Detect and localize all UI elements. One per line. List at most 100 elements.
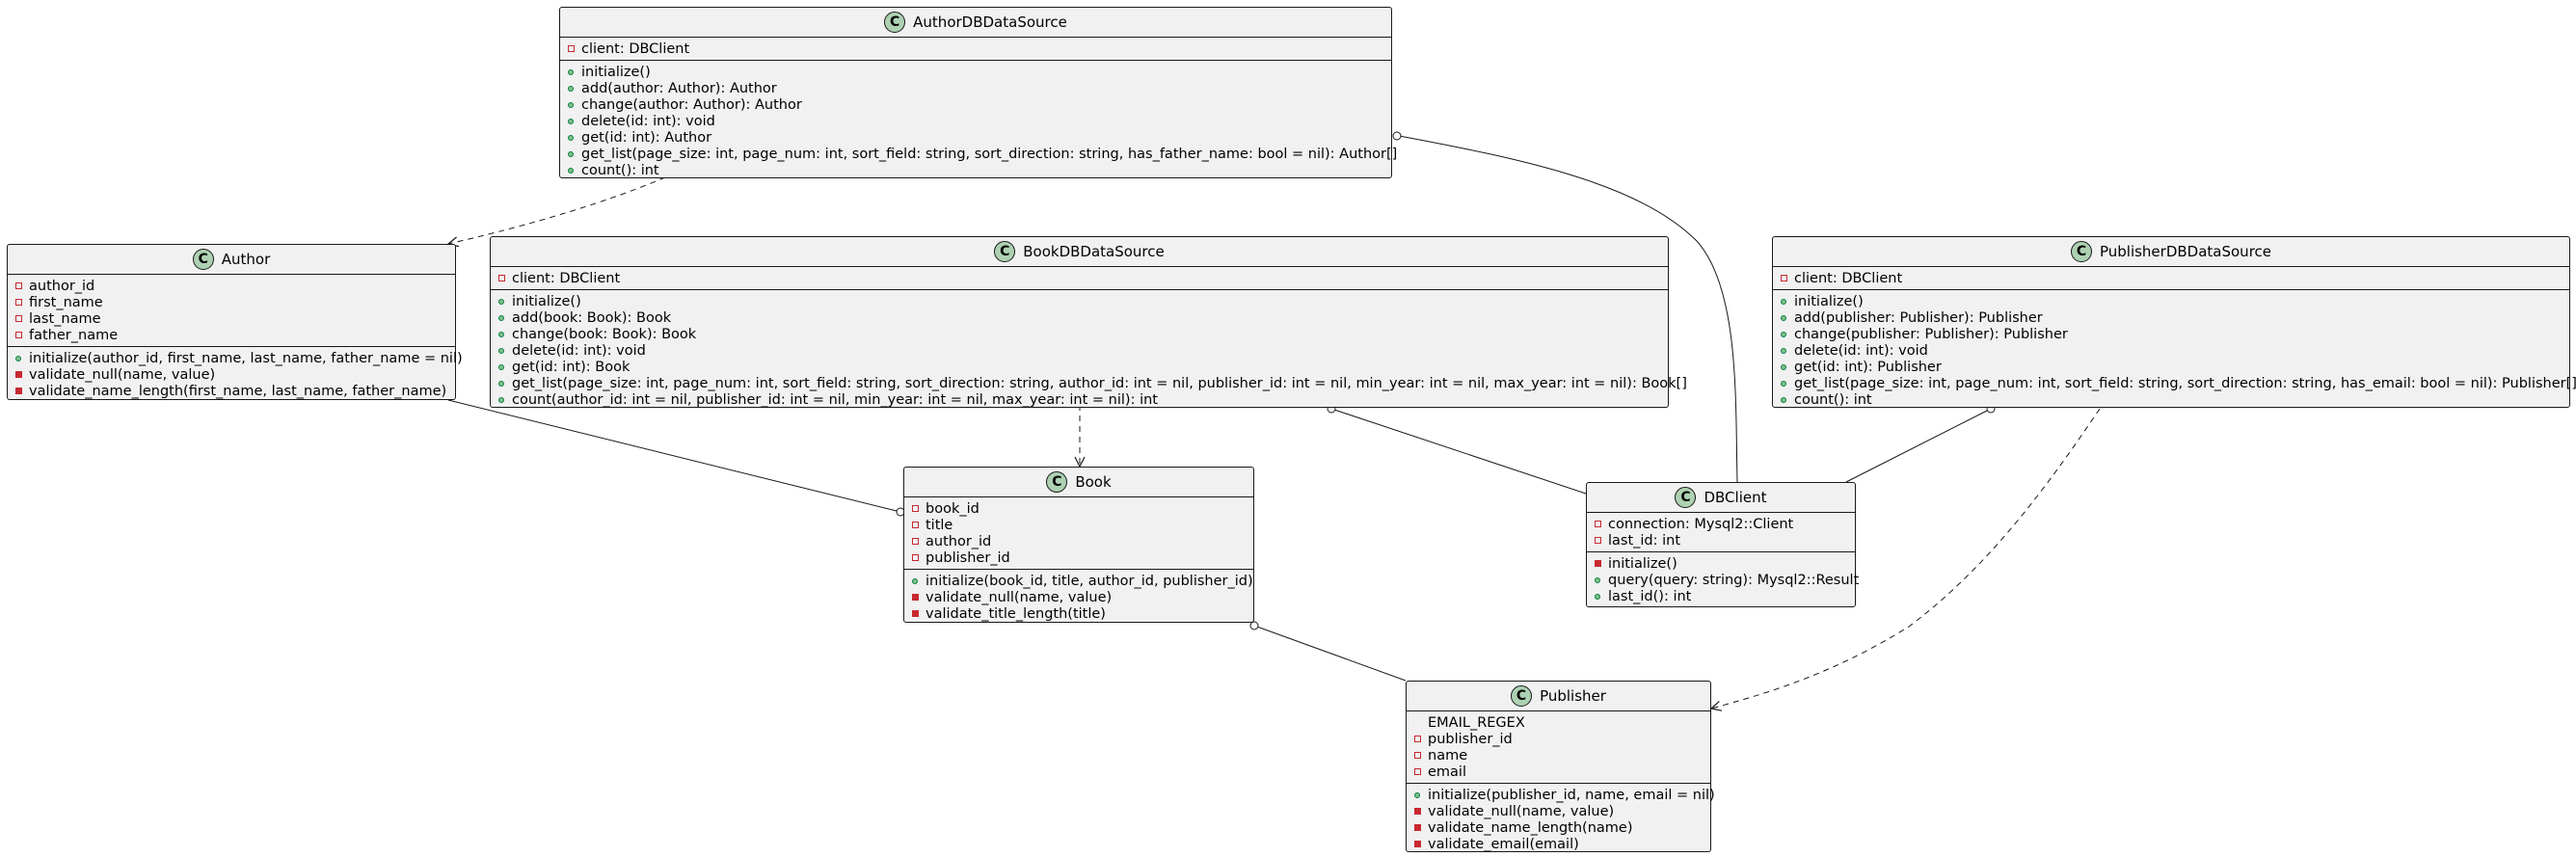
- class-method: add(author: Author): Author: [566, 80, 1391, 96]
- private-visibility-icon: [910, 522, 920, 528]
- member-text: count(author_id: int = nil, publisher_id…: [512, 391, 1158, 408]
- class-icon: C: [1675, 487, 1697, 508]
- private-visibility-icon: [13, 332, 23, 338]
- class-publisherdbdatasource[interactable]: C PublisherDBDataSource client: DBClient…: [1772, 236, 2576, 408]
- class-icon: C: [2070, 241, 2092, 262]
- member-text: change(book: Book): Book: [512, 326, 697, 342]
- public-visibility-icon: [496, 315, 506, 321]
- member-text: change(publisher: Publisher): Publisher: [1794, 326, 2068, 342]
- private-visibility-icon: [13, 388, 23, 394]
- private-visibility-icon: [910, 505, 920, 512]
- public-visibility-icon: [566, 168, 576, 174]
- class-header: C Publisher: [1407, 682, 1710, 711]
- public-visibility-icon: [496, 381, 506, 387]
- member-text: validate_title_length(title): [926, 605, 1106, 622]
- member-text: delete(id: int): void: [1794, 342, 1928, 359]
- public-visibility-icon: [496, 397, 506, 403]
- public-visibility-icon: [496, 332, 506, 337]
- class-field: last_name: [13, 310, 455, 327]
- private-visibility-icon: [1412, 808, 1422, 815]
- private-visibility-icon: [1412, 768, 1422, 775]
- class-method: get(id: int): Book: [496, 359, 1668, 375]
- public-visibility-icon: [566, 151, 576, 157]
- public-visibility-icon: [566, 119, 576, 124]
- class-name: AuthorDBDataSource: [913, 13, 1067, 31]
- member-text: connection: Mysql2::Client: [1608, 516, 1794, 532]
- class-header: C PublisherDBDataSource: [1773, 237, 2569, 267]
- relation-publisherds-publisher: [1711, 408, 2101, 709]
- class-method: change(book: Book): Book: [496, 326, 1668, 342]
- class-bookdbdatasource[interactable]: C BookDBDataSource client: DBClient init…: [490, 236, 1687, 408]
- member-text: name: [1428, 747, 1468, 763]
- class-header: C BookDBDataSource: [491, 237, 1668, 267]
- public-visibility-icon: [910, 578, 920, 584]
- class-methods: initialize(book_id, title, author_id, pu…: [904, 569, 1253, 625]
- member-text: query(query: string): Mysql2::Result: [1608, 572, 1860, 588]
- class-header: C Book: [904, 468, 1253, 497]
- relation-book-publisher: [1253, 625, 1407, 682]
- member-text: count(): int: [1794, 391, 1872, 408]
- class-method: delete(id: int): void: [566, 113, 1391, 129]
- member-text: email: [1428, 763, 1466, 780]
- member-text: initialize(publisher_id, name, email = n…: [1428, 787, 1715, 803]
- private-visibility-icon: [1412, 841, 1422, 847]
- member-text: validate_null(name, value): [1428, 803, 1615, 819]
- member-text: change(author: Author): Author: [581, 96, 802, 113]
- member-text: validate_email(email): [1428, 836, 1579, 852]
- member-text: last_id: int: [1608, 532, 1681, 549]
- class-method: initialize(): [566, 64, 1391, 80]
- class-name: Book: [1075, 473, 1112, 491]
- member-text: delete(id: int): void: [581, 113, 715, 129]
- member-text: initialize(): [1794, 293, 1864, 309]
- class-method: query(query: string): Mysql2::Result: [1593, 572, 1859, 588]
- member-text: author_id: [29, 278, 95, 294]
- private-visibility-icon: [566, 45, 576, 52]
- member-text: get(id: int): Book: [512, 359, 631, 375]
- class-field: title: [910, 517, 1253, 533]
- private-visibility-icon: [910, 610, 920, 617]
- class-method: add(publisher: Publisher): Publisher: [1779, 309, 2569, 326]
- class-methods: initialize(author_id, first_name, last_n…: [8, 346, 463, 402]
- public-visibility-icon: [566, 135, 576, 141]
- member-text: father_name: [29, 327, 119, 343]
- class-method: get(id: int): Publisher: [1779, 359, 2569, 375]
- public-visibility-icon: [1779, 299, 1788, 305]
- class-method: count(): int: [566, 162, 1391, 178]
- relation-authords-author: [448, 176, 666, 244]
- class-field: author_id: [13, 278, 455, 294]
- public-visibility-icon: [566, 86, 576, 92]
- member-text: initialize(book_id, title, author_id, pu…: [926, 573, 1253, 589]
- aggregation-diamond-book-publisher: [1249, 621, 1259, 630]
- private-visibility-icon: [1412, 752, 1422, 759]
- class-field: client: DBClient: [1779, 270, 2569, 286]
- private-visibility-icon: [1593, 560, 1602, 567]
- private-visibility-icon: [1412, 824, 1422, 831]
- member-text: get_list(page_size: int, page_num: int, …: [581, 146, 1398, 162]
- member-text: validate_null(name, value): [926, 589, 1113, 605]
- class-method: change(publisher: Publisher): Publisher: [1779, 326, 2569, 342]
- private-visibility-icon: [1779, 275, 1788, 281]
- class-authordbdatasource[interactable]: C AuthorDBDataSource client: DBClient in…: [559, 7, 1397, 181]
- class-method: add(book: Book): Book: [496, 309, 1668, 326]
- class-method: validate_title_length(title): [910, 605, 1253, 622]
- class-method: validate_null(name, value): [910, 589, 1253, 605]
- class-field: author_id: [910, 533, 1253, 549]
- class-methods: initialize(publisher_id, name, email = n…: [1407, 783, 1715, 855]
- class-method: get_list(page_size: int, page_num: int, …: [1779, 375, 2576, 391]
- class-method: delete(id: int): void: [496, 342, 1668, 359]
- class-method: initialize(book_id, title, author_id, pu…: [910, 573, 1253, 589]
- class-field: email: [1412, 763, 1710, 780]
- class-fields: client: DBClient: [1773, 267, 2569, 289]
- class-method: get_list(page_size: int, page_num: int, …: [496, 375, 1687, 391]
- class-method: change(author: Author): Author: [566, 96, 1391, 113]
- public-visibility-icon: [1779, 332, 1788, 337]
- member-text: client: DBClient: [581, 40, 690, 57]
- class-methods: initialize()query(query: string): Mysql2…: [1587, 551, 1859, 607]
- public-visibility-icon: [496, 299, 506, 305]
